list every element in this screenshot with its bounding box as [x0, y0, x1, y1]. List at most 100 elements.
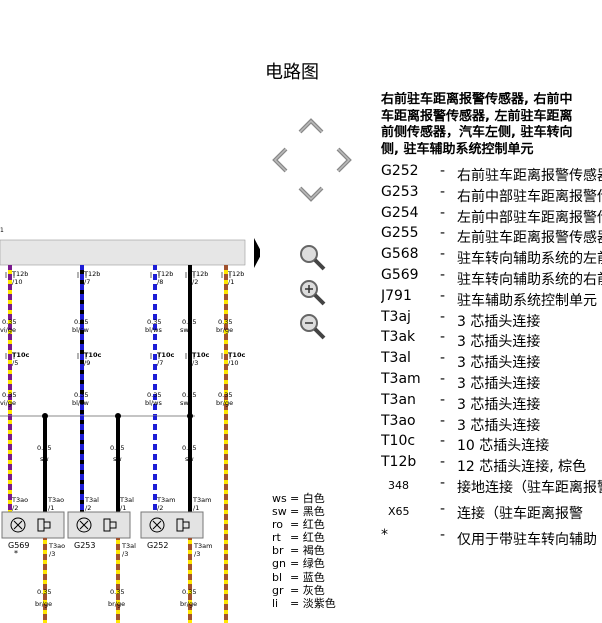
component-row: T3an-3 芯插头连接: [381, 392, 602, 413]
zoom-in-button[interactable]: [297, 242, 327, 272]
wire-size-label: 0.35: [2, 391, 16, 399]
component-row: T12b-12 芯插头连接, 棕色: [381, 454, 602, 475]
component-desc: 右前中部驻车距离报警传感器: [457, 188, 602, 205]
wire-connector-label: T12b: [11, 270, 28, 278]
transducer-icon: [76, 517, 92, 533]
component-code: T3an: [381, 391, 416, 408]
legend-row: rt= 红色: [272, 531, 336, 544]
pan-right-button[interactable]: [328, 145, 358, 175]
legend-eq: =: [290, 583, 303, 597]
legend-name: 褐色: [302, 544, 325, 558]
chevron-left-icon: [272, 147, 288, 173]
chevron-up-icon: [298, 118, 324, 134]
zoom-reset-button[interactable]: [297, 277, 327, 307]
wire-4-top: [188, 265, 192, 418]
sensor-pin-num: /2: [12, 504, 18, 512]
component-desc: 驻车转向辅助系统的右前侧传感器: [457, 271, 602, 288]
component-row: *-仅用于带驻车转向辅助: [381, 527, 602, 548]
branch-color-label: sw: [40, 455, 49, 463]
legend-code: gn: [272, 557, 286, 571]
component-desc: 接地连接（驻车距离报警: [457, 479, 602, 496]
wire-size-label: 0.35: [2, 318, 16, 326]
sensor-pin-label: T3am: [192, 496, 211, 504]
branch-3: [188, 416, 192, 512]
wire-color-label: bl/sw: [72, 399, 90, 407]
component-desc: 驻车转向辅助系统的左前侧传感器: [457, 251, 602, 268]
legend-eq: =: [290, 570, 303, 584]
component-desc: 连接（驻车距离报警: [457, 505, 583, 522]
bottom-size-label: 0.35: [182, 588, 196, 596]
sensor-g252[interactable]: [140, 511, 204, 539]
component-dash: -: [440, 329, 446, 346]
legend-row: gn= 绿色: [272, 557, 336, 570]
branch-size-label: 0.35: [110, 444, 124, 452]
legend-name: 红色: [302, 531, 325, 545]
top-mark: 1: [0, 227, 4, 234]
wire-1-low: [8, 416, 12, 512]
component-row: G569-驻车转向辅助系统的右前侧传感器: [381, 267, 602, 288]
wire-connector-label: T12b: [156, 270, 173, 278]
component-dash: -: [440, 412, 446, 429]
page-title: 电路图: [265, 62, 319, 83]
component-row: T3ak -3 芯插头连接: [381, 329, 602, 350]
control-unit-bar: [0, 239, 246, 266]
wire-pin-label: /7: [84, 278, 90, 286]
component-row: G254-左前中部驻车距离报警传感器: [381, 205, 602, 226]
zoom-out-button[interactable]: [297, 311, 327, 341]
wire-color-label: br/ge: [216, 326, 233, 334]
wire-pin-label: /7: [157, 359, 163, 367]
component-dash: -: [440, 266, 446, 283]
component-dash: -: [440, 246, 446, 263]
component-row: T10c-10 芯插头连接: [381, 433, 602, 454]
wire-color-label: sw: [180, 326, 189, 334]
component-desc: 驻车辅助系统控制单元: [457, 292, 597, 309]
wire-size-label: 0.35: [182, 391, 196, 399]
wire-connector-label: T10c: [12, 351, 29, 359]
wire-1-top: [8, 265, 12, 418]
wire-color-label: bl/ws: [145, 326, 162, 334]
sensor-pin-label: T3al: [84, 496, 99, 504]
wire-size-label: 0.35: [218, 391, 232, 399]
legend-row: sw= 黑色: [272, 505, 336, 518]
component-dash: -: [440, 500, 446, 517]
component-row: G252-右前驻车距离报警传感器: [381, 163, 602, 184]
legend-name: 红色: [302, 518, 325, 532]
section-title: 右前驻车距离报警传感器, 右前中车距离报警传感器, 左前驻车距离前侧传感器，汽车…: [381, 92, 602, 158]
section-title-line: 前侧传感器，汽车左侧, 驻车转向: [381, 125, 573, 140]
component-code: J791: [381, 287, 412, 304]
sensor-g569[interactable]: [1, 511, 65, 539]
component-row: J791-驻车辅助系统控制单元: [381, 288, 602, 309]
wire-connector-label: T10c: [157, 351, 174, 359]
legend-name: 白色: [302, 492, 325, 505]
pan-up-button[interactable]: [296, 112, 326, 142]
pan-left-button[interactable]: [266, 145, 296, 175]
component-dash: -: [440, 163, 446, 179]
component-desc: 3 芯插头连接: [457, 334, 541, 351]
bottom-pin-num: /3: [49, 550, 55, 558]
legend-eq: =: [290, 596, 303, 610]
legend-eq: =: [290, 531, 303, 545]
wire-3-top: [153, 265, 157, 418]
branch-size-label: 0.35: [182, 444, 196, 452]
wire-connector-label: T10c: [228, 351, 245, 359]
component-row: X65-连接（驻车距离报警: [381, 501, 602, 527]
t12b-connectors: [5, 272, 231, 278]
legend-row: br= 褐色: [272, 544, 336, 557]
component-code: T3ak: [381, 329, 416, 346]
component-desc: 3 芯插头连接: [457, 355, 541, 372]
component-dash: -: [440, 474, 446, 491]
wire-size-label: 0.35: [74, 318, 88, 326]
sensor-pin-label: T3am: [156, 496, 175, 504]
sensor-g253[interactable]: [67, 511, 131, 539]
component-dash: -: [440, 454, 446, 471]
bottom-pin-label: T3ao: [48, 542, 65, 550]
component-list: G252-右前驻车距离报警传感器G253-右前中部驻车距离报警传感器G254-左…: [381, 163, 602, 548]
bottom-pin-label: T3am: [193, 542, 212, 550]
branch-size-label: 0.35: [37, 444, 51, 452]
wire-pin-label: /10: [228, 359, 238, 367]
wire-2-low: [80, 416, 84, 512]
pan-down-button[interactable]: [296, 178, 326, 208]
wire-size-label: 0.35: [147, 318, 161, 326]
zoom-minus-icon: [300, 314, 326, 340]
sensor-pin-num: /1: [48, 504, 54, 512]
